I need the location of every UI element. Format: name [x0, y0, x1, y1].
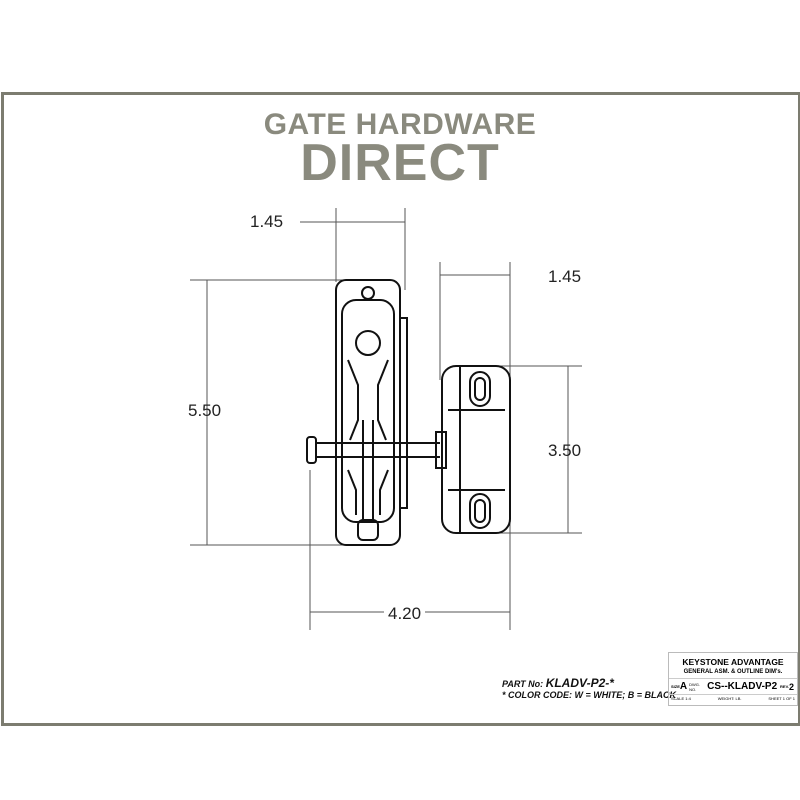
weight: WEIGHT: LB.	[717, 696, 742, 701]
size-label: SIZE	[671, 684, 680, 689]
latch-body	[335, 279, 408, 546]
dim-right-height: 3.50	[548, 441, 582, 460]
part-label: PART No:	[502, 679, 544, 689]
rev-label: REV.	[780, 684, 789, 689]
title-block: KEYSTONE ADVANTAGE GENERAL ASM. & OUTLIN…	[668, 652, 798, 706]
dim-overall-width: 4.20	[384, 604, 426, 624]
dim-top-left-width: 1.45	[250, 212, 284, 231]
rev-value: 2	[788, 681, 794, 692]
brand-line1: GATE HARDWARE	[263, 108, 537, 141]
dwg-number: CS--KLADV-P2	[707, 681, 778, 692]
dimension-lines	[190, 208, 582, 630]
company-name: KEYSTONE ADVANTAGE	[682, 657, 784, 667]
part-number: KLADV-P2-*	[545, 676, 614, 690]
dim-top-right-width: 1.45	[548, 267, 582, 286]
keeper	[441, 365, 511, 534]
color-code: * COLOR CODE: W = WHITE; B = BLACK	[502, 690, 676, 700]
part-info: PART No: KLADV-P2-* * COLOR CODE: W = WH…	[502, 676, 676, 700]
sheet: SHEET 1 OF 1	[768, 696, 795, 701]
drawing-description: GENERAL ASM. & OUTLINE DIM's.	[683, 669, 783, 675]
dwg-label: DWG. NO.	[689, 681, 701, 692]
pull-handle	[306, 431, 447, 469]
size-value: A	[679, 681, 688, 692]
dim-left-height: 5.50	[188, 401, 222, 420]
drawing-frame	[1, 92, 800, 726]
brand-line2: DIRECT	[300, 134, 500, 192]
scale: SCALE 1:4	[671, 696, 691, 701]
